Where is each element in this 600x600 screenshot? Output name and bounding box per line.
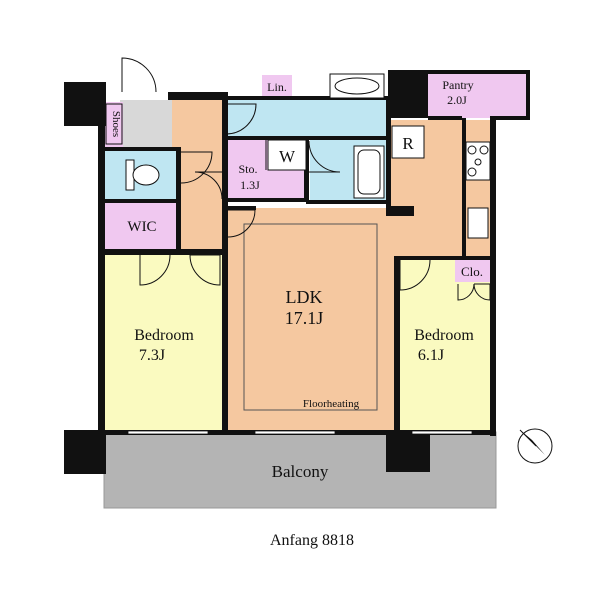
pantry-size-label: 2.0J [447,93,467,107]
bedroom-left-size-label: 7.3J [139,347,165,364]
doors [121,57,491,301]
bedroom-left-room [105,255,222,430]
closet-room [455,258,491,282]
clo-label: Clo. [461,264,483,279]
bathtub-icon [353,145,385,199]
shoes-shelf-icon [105,103,123,145]
shoes-label: Shoes [110,111,122,137]
shoes-closet [105,102,123,147]
pantry-room [428,74,526,118]
stove-icon [465,141,491,181]
ldk-label: LDK [286,287,323,307]
ldk-room [226,208,396,432]
sto-label: Sto. [238,162,257,176]
bedroom-right-label: Bedroom [414,327,474,344]
bedroom-right-room [398,260,494,430]
windows [127,430,473,435]
refrigerator-space [391,125,425,159]
bedroom-right-size-label: 6.1J [418,347,444,364]
caption: Anfang 8818 [270,532,354,549]
ldk-size-label: 17.1J [285,308,324,328]
washer-label: W [279,147,296,166]
washroom [226,99,388,138]
washbasin-icon [329,73,385,99]
toilet-icon [125,159,160,191]
sink-icon [467,207,489,239]
wic-label: WIC [127,219,156,235]
wic-room [105,202,177,250]
refrigerator-label: R [402,134,414,153]
hallway-lower [180,148,226,252]
bedroom-left-label: Bedroom [134,327,194,344]
linen-closet [262,75,292,99]
lin-label: Lin. [267,80,287,94]
floorheating-label: Floorheating [303,398,360,410]
washer-box [267,139,307,171]
storage-room-inner [226,140,266,200]
compass-icon [517,428,553,464]
balcony-label: Balcony [272,462,329,481]
pantry-label: Pantry [442,78,473,92]
sto-size-label: 1.3J [240,178,260,192]
entry-area [120,100,172,148]
floorheating-zone [243,223,378,411]
